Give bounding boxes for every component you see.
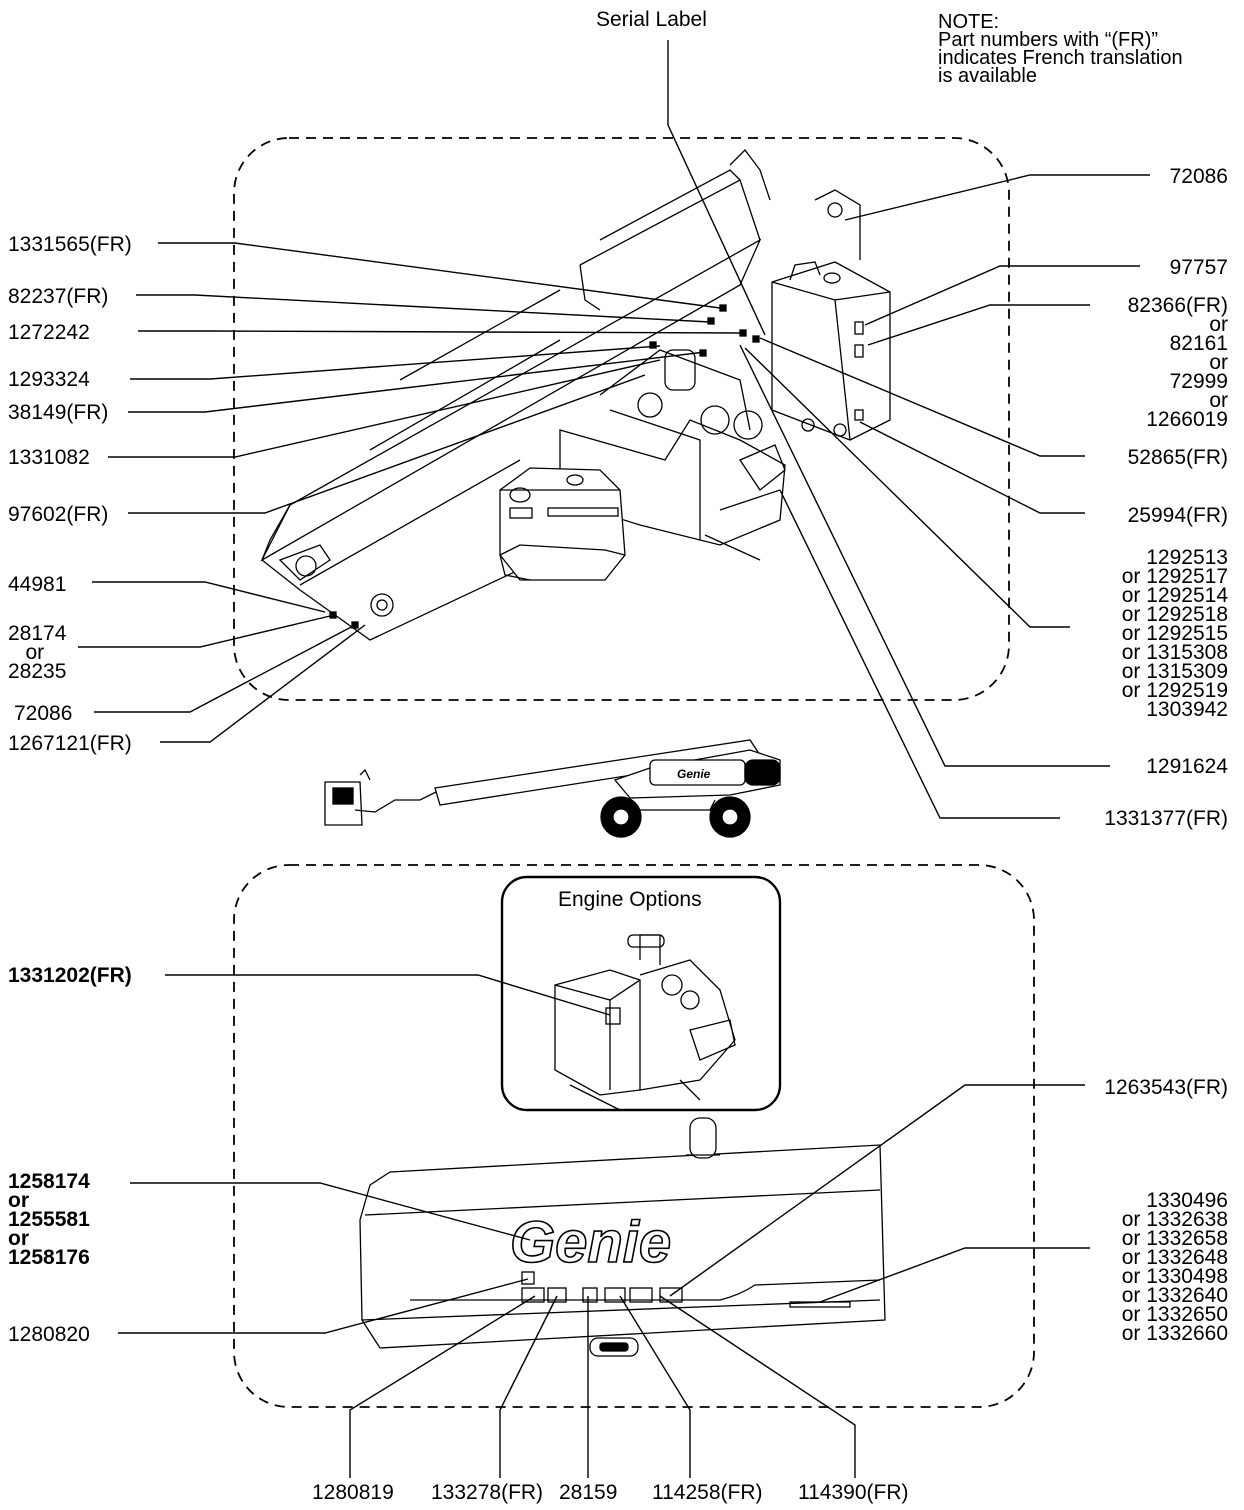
part-label-1292513: 1292513 or 1292517 or 1292514 or 1292518… [1121, 546, 1228, 721]
part-label-1331377: 1331377(FR) [1104, 807, 1228, 830]
note-text: NOTE: Part numbers with “(FR)” indicates… [938, 11, 1183, 87]
part-label-25994: 25994(FR) [1127, 504, 1228, 527]
part-label-28159: 28159 [559, 1481, 618, 1504]
machine-overview-drawing: Genie [324, 739, 781, 838]
part-label-52865: 52865(FR) [1127, 446, 1228, 469]
engine-options-box [500, 875, 782, 1112]
part-label-1331082: 1331082 [8, 446, 90, 469]
upper-detail-region [233, 137, 1010, 701]
part-label-1280820: 1280820 [8, 1323, 90, 1346]
leader-lines [78, 40, 1150, 1478]
part-label-72086-upper: 72086 [1169, 165, 1228, 188]
part-label-1331202: 1331202(FR) [8, 964, 132, 987]
part-label-1267121: 1267121(FR) [8, 732, 132, 755]
part-label-97757: 97757 [1169, 256, 1228, 279]
part-label-1293324: 1293324 [8, 368, 90, 391]
serial-label-caption: Serial Label [596, 8, 707, 31]
part-label-38149: 38149(FR) [8, 401, 109, 424]
part-label-114258: 114258(FR) [652, 1481, 763, 1504]
svg-text:Genie: Genie [677, 767, 711, 781]
part-label-133278: 133278(FR) [431, 1481, 544, 1504]
turntable-cover-drawing: Genie [359, 1117, 886, 1357]
boom-turntable-drawing [260, 149, 891, 641]
part-label-82237: 82237(FR) [8, 285, 109, 308]
part-label-1263543: 1263543(FR) [1104, 1076, 1228, 1099]
part-label-82366: 82366(FR) or 82161 or 72999 or 1266019 [1127, 294, 1228, 431]
lower-detail-region [233, 864, 1035, 1408]
part-label-1280819: 1280819 [312, 1481, 394, 1504]
part-label-1272242: 1272242 [8, 321, 90, 344]
part-label-97602: 97602(FR) [8, 503, 109, 526]
part-label-1258174: 1258174 or 1255581 or 1258176 [8, 1170, 90, 1269]
engine-options-caption: Engine Options [558, 888, 702, 911]
part-label-28174: 28174 or 28235 [8, 622, 67, 683]
part-label-44981: 44981 [8, 573, 67, 596]
genie-logo: Genie [510, 1210, 671, 1275]
engine-option-drawing [554, 934, 736, 1111]
part-label-1291624: 1291624 [1146, 755, 1228, 778]
part-label-1331565: 1331565(FR) [8, 233, 132, 256]
part-label-1330496: 1330496 or 1332638 or 1332658 or 1332648… [1121, 1189, 1228, 1345]
part-label-114390: 114390(FR) [798, 1481, 909, 1504]
part-label-72086-lower: 72086 [14, 702, 73, 725]
